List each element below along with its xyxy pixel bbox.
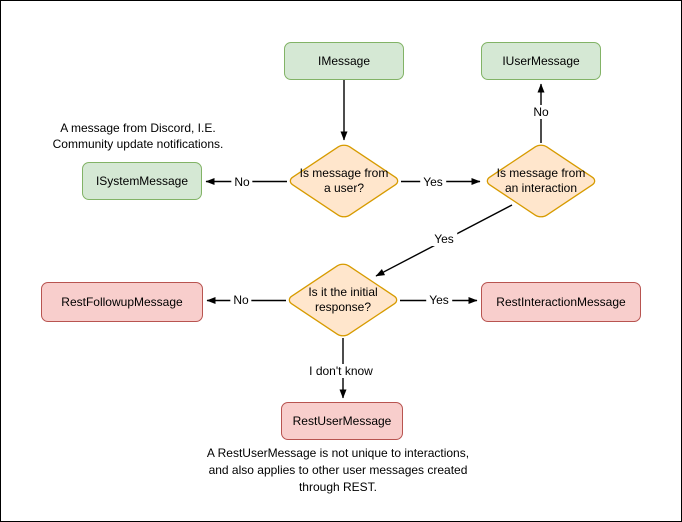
decision-from-user-label: Is message from a user? <box>299 166 389 195</box>
edge-label-no: No <box>231 175 253 189</box>
node-restusermessage: RestUserMessage <box>281 402 403 440</box>
node-isystemmessage: ISystemMessage <box>82 162 202 200</box>
node-imessage: IMessage <box>284 42 404 80</box>
decision-from-interaction-shape <box>484 143 598 219</box>
node-isystemmessage-label: ISystemMessage <box>95 174 189 188</box>
decision-from-user-shape <box>287 143 401 219</box>
node-restfollowupmessage: RestFollowupMessage <box>41 282 203 322</box>
node-iusermessage-label: IUserMessage <box>502 54 580 68</box>
node-restinteractionmessage-label: RestInteractionMessage <box>496 295 626 309</box>
node-imessage-label: IMessage <box>317 54 371 68</box>
decision-initial-response-label: Is it the initial response? <box>308 285 378 314</box>
decision-from-interaction-label: Is message from an interaction <box>496 166 586 195</box>
node-restinteractionmessage: RestInteractionMessage <box>481 282 641 322</box>
annotation-restusermessage-note: A RestUserMessage is not unique to inter… <box>206 446 470 494</box>
edge-label-yes: Yes <box>420 175 446 189</box>
edge-label-i-dont-know: I don't know <box>306 364 376 378</box>
edge-label-no: No <box>230 293 252 307</box>
decision-initial-response-shape <box>286 262 400 338</box>
node-restfollowupmessage-label: RestFollowupMessage <box>61 295 183 309</box>
node-restusermessage-label: RestUserMessage <box>292 414 392 428</box>
node-iusermessage: IUserMessage <box>481 42 601 80</box>
annotation-system-message-note: A message from Discord, I.E. Community u… <box>52 121 224 151</box>
edge-label-no: No <box>530 105 552 119</box>
edge-label-yes: Yes <box>431 232 457 246</box>
edge-label-yes: Yes <box>426 293 452 307</box>
